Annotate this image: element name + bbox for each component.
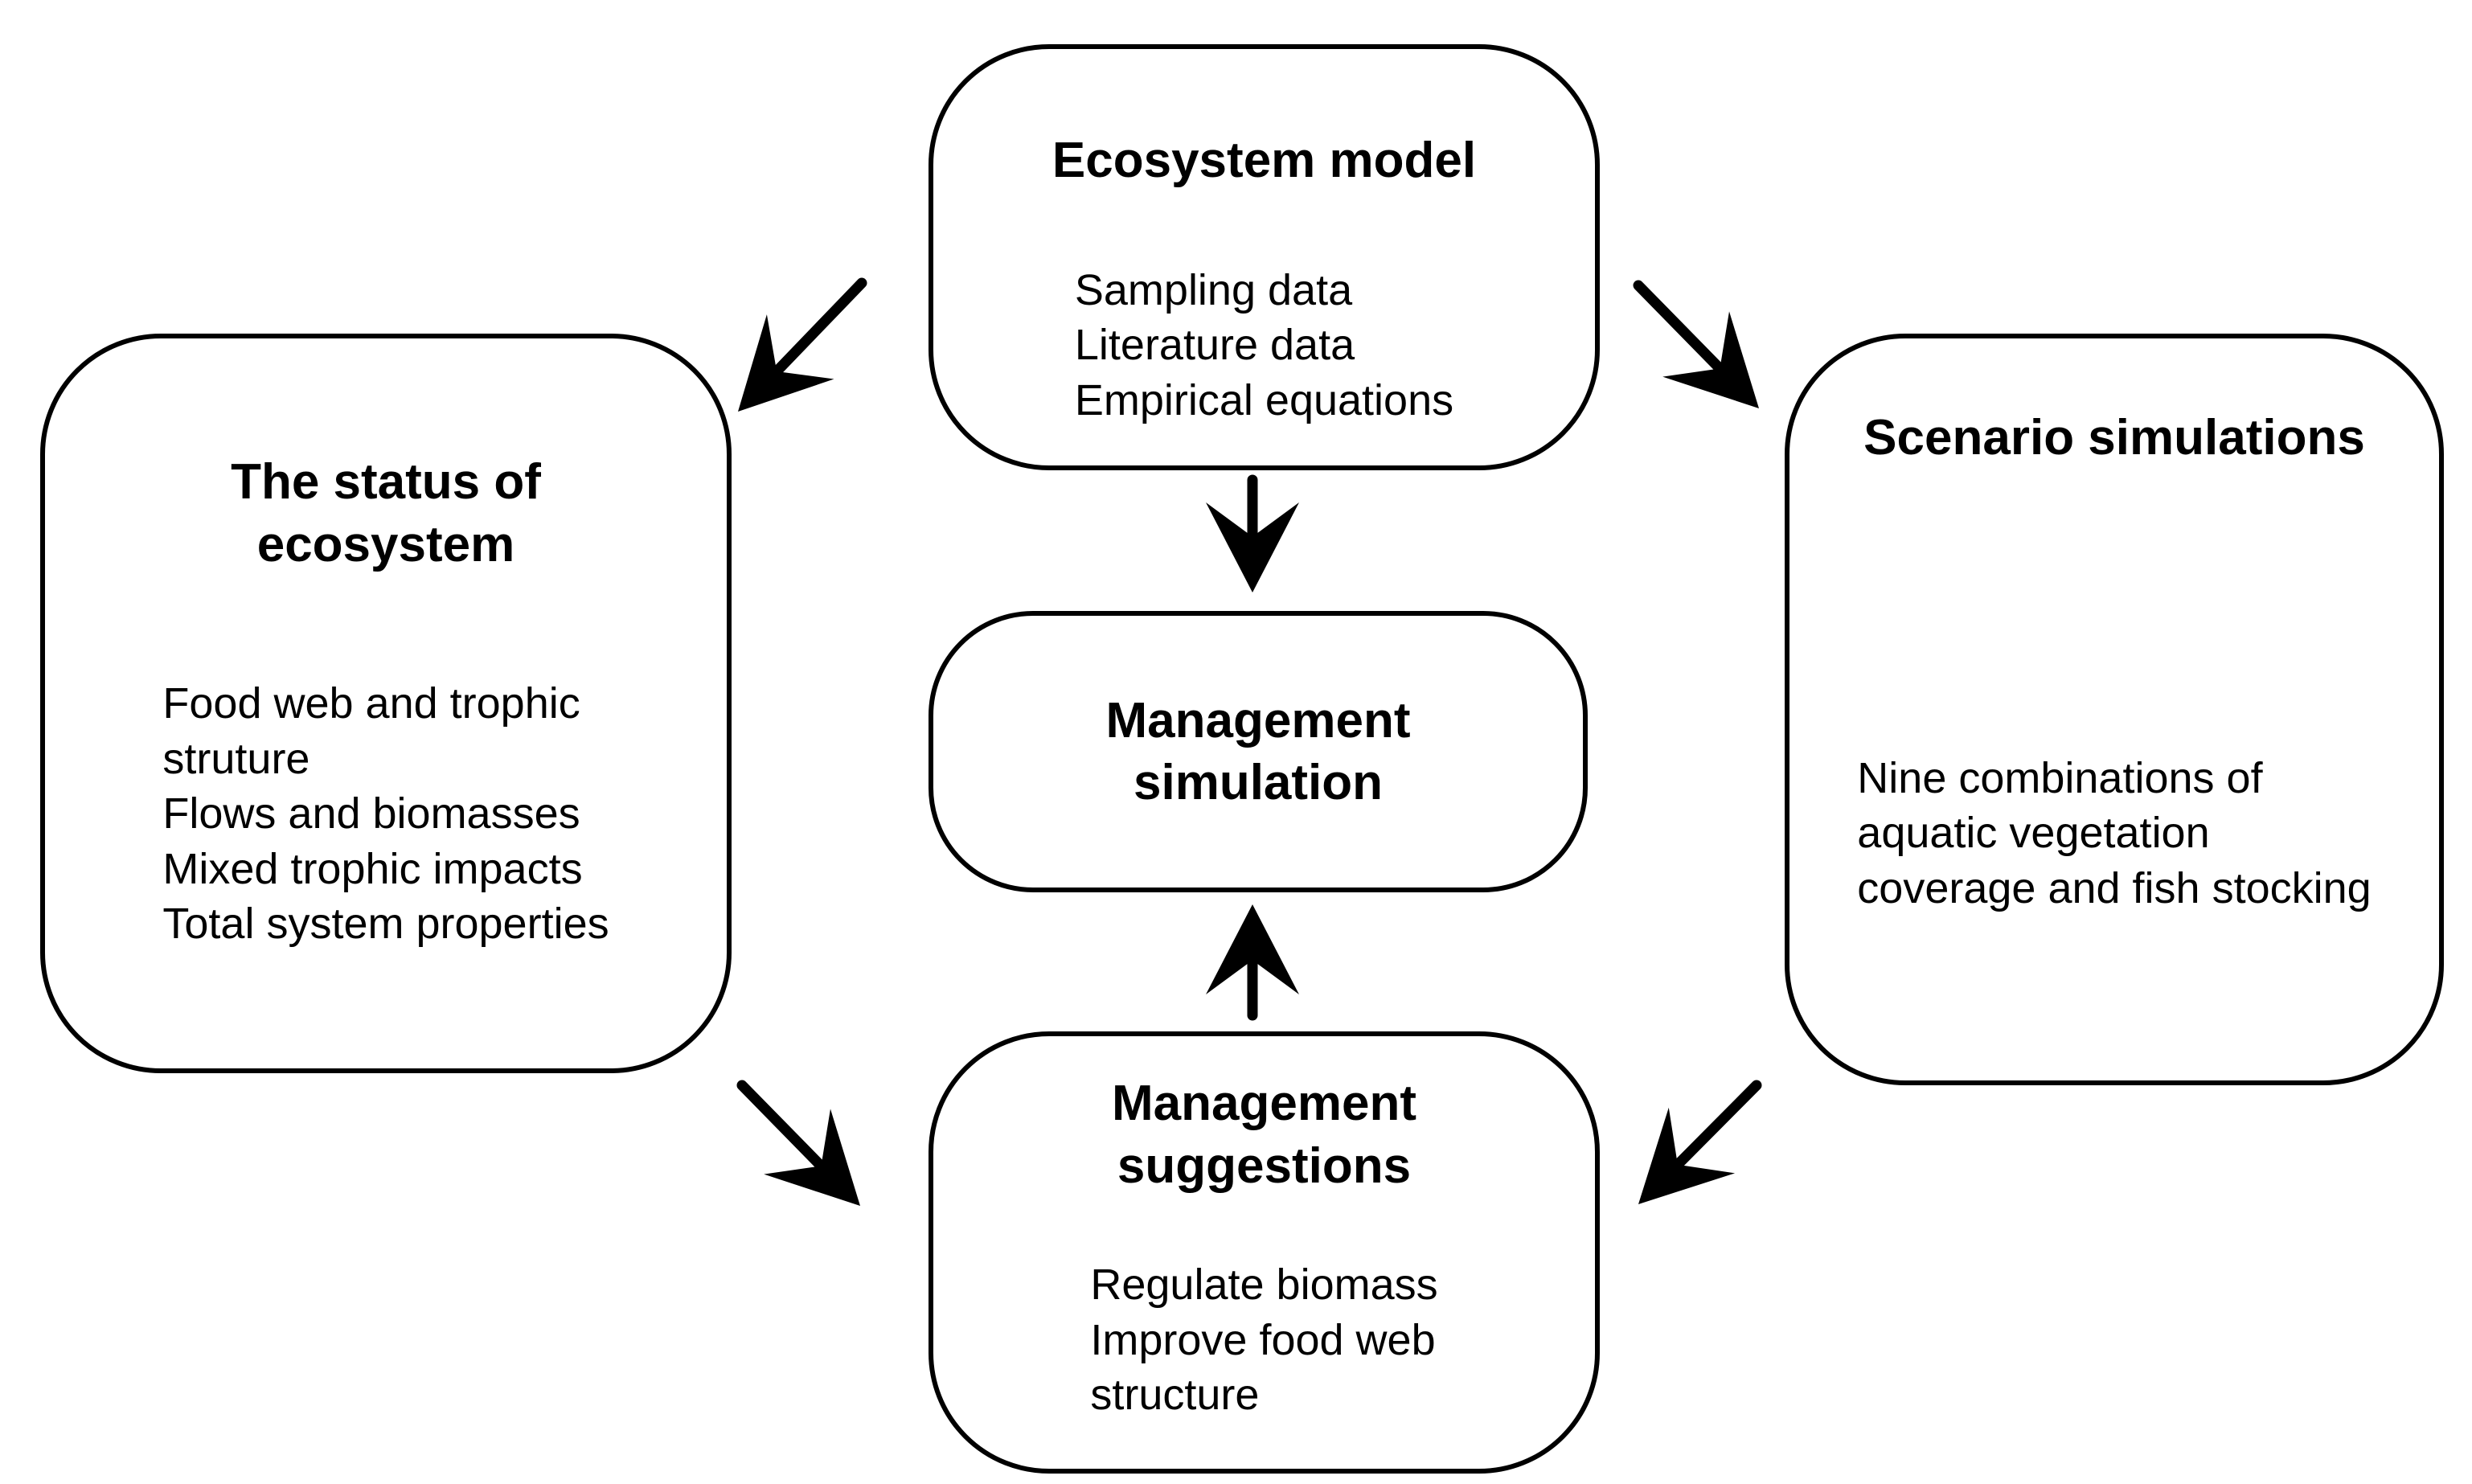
node-ecosystem-model-body: Sampling data Literature data Empirical … (1074, 265, 1454, 424)
node-scenario-simulations: Scenario simulations Nine combinations o… (1785, 334, 2444, 1085)
arrow-management-suggestions-to-management-simulation (1206, 904, 1299, 1021)
node-ecosystem-model: Ecosystem model Sampling data Literature… (929, 44, 1600, 470)
node-status-of-ecosystem-body: Food web and trophic struture Flows and … (162, 679, 609, 949)
arrow-ecosystem-model-to-scenario-simulations (1633, 280, 1759, 408)
node-status-of-ecosystem: The status of ecosystem Food web and tro… (40, 334, 732, 1073)
arrow-scenario-simulations-to-management-suggestions (1638, 1080, 1762, 1204)
node-management-suggestions-title: Management suggestions (1112, 1076, 1416, 1194)
arrow-status-of-ecosystem-to-management-suggestions (736, 1080, 860, 1206)
node-ecosystem-model-title: Ecosystem model (1052, 133, 1477, 188)
node-management-simulation-title: Management simulation (1105, 692, 1411, 811)
arrow-ecosystem-model-to-management-simulation (1206, 474, 1299, 592)
arrow-ecosystem-model-to-status-of-ecosystem (738, 277, 867, 412)
node-status-of-ecosystem-title: The status of ecosystem (231, 454, 541, 572)
node-management-simulation: Management simulation (929, 611, 1588, 892)
node-scenario-simulations-body: Nine combinations of aquatic vegetation … (1857, 753, 2372, 912)
node-scenario-simulations-title: Scenario simulations (1863, 410, 2365, 465)
node-management-suggestions-body: Regulate biomass Improve food web struct… (1090, 1261, 1438, 1420)
node-management-suggestions: Management suggestions Regulate biomass … (929, 1031, 1600, 1474)
